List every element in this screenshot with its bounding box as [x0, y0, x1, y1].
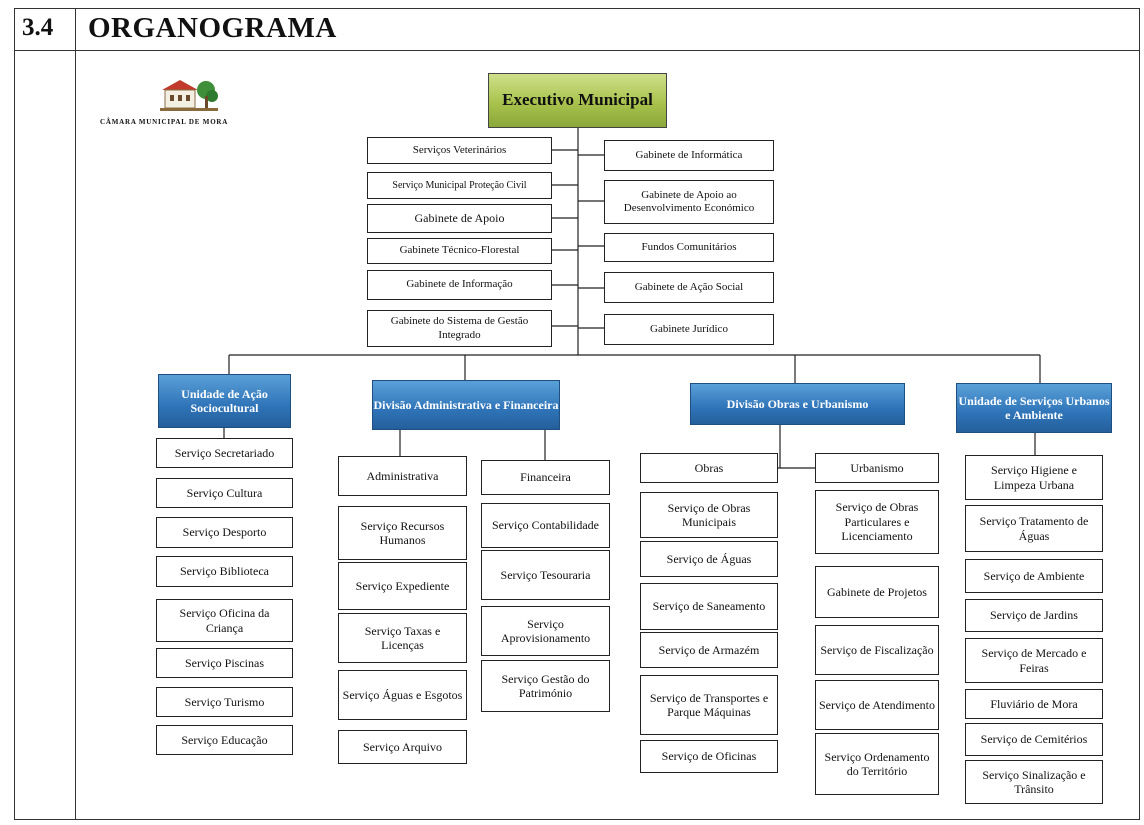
administrativa-item: Serviço Águas e Esgotos	[338, 670, 467, 720]
sociocultural-item: Serviço Biblioteca	[156, 556, 293, 587]
financeira-item: Serviço Gestão do Património	[481, 660, 610, 712]
sociocultural-item: Serviço Turismo	[156, 687, 293, 717]
servicos-urbanos-item: Serviço de Mercado e Feiras	[965, 638, 1103, 683]
staff-left-item: Gabinete de Informação	[367, 270, 552, 300]
section-number: 3.4	[22, 14, 54, 41]
obras-item: Serviço de Transportes e Parque Máquinas	[640, 675, 778, 735]
division-obras-urbanismo: Divisão Obras e Urbanismo	[690, 383, 905, 425]
logo: CÂMARA MUNICIPAL DE MORA	[100, 76, 280, 126]
staff-right-item: Gabinete Jurídico	[604, 314, 774, 345]
staff-right-item: Gabinete de Apoio ao Desenvolvimento Eco…	[604, 180, 774, 224]
town-hall-icon	[160, 80, 218, 111]
divider-vertical	[75, 8, 76, 820]
sociocultural-item: Serviço Educação	[156, 725, 293, 755]
financeira-item: Serviço Contabilidade	[481, 503, 610, 548]
obras-item: Serviço de Saneamento	[640, 583, 778, 630]
urbanismo-item: Serviço de Obras Particulares e Licencia…	[815, 490, 939, 554]
financeira-item: Serviço Aprovisionamento	[481, 606, 610, 656]
administrativa-item: Serviço Arquivo	[338, 730, 467, 764]
financeira-item: Serviço Tesouraria	[481, 550, 610, 600]
obras-item: Serviço de Armazém	[640, 632, 778, 668]
staff-right-item: Fundos Comunitários	[604, 233, 774, 262]
obras-item: Serviço de Obras Municipais	[640, 492, 778, 538]
staff-right-item: Gabinete de Ação Social	[604, 272, 774, 303]
logo-text: CÂMARA MUNICIPAL DE MORA	[100, 118, 229, 126]
sub-obras: Obras	[640, 453, 778, 483]
sociocultural-item: Serviço Oficina da Criança	[156, 599, 293, 642]
urbanismo-item: Serviço de Atendimento	[815, 680, 939, 730]
sub-urbanismo: Urbanismo	[815, 453, 939, 483]
unit-sociocultural: Unidade de Ação Sociocultural	[158, 374, 291, 428]
servicos-urbanos-item: Fluviário de Mora	[965, 689, 1103, 719]
servicos-urbanos-item: Serviço Higiene e Limpeza Urbana	[965, 455, 1103, 500]
sociocultural-item: Serviço Piscinas	[156, 648, 293, 678]
servicos-urbanos-item: Serviço de Jardins	[965, 599, 1103, 632]
servicos-urbanos-item: Serviço de Ambiente	[965, 559, 1103, 593]
staff-left-item: Gabinete do Sistema de Gestão Integrado	[367, 310, 552, 347]
staff-left-item: Serviços Veterinários	[367, 137, 552, 164]
sub-administrativa: Administrativa	[338, 456, 467, 496]
servicos-urbanos-item: Serviço Tratamento de Águas	[965, 505, 1103, 552]
obras-item: Serviço de Águas	[640, 541, 778, 577]
servicos-urbanos-item: Serviço Sinalização e Trânsito	[965, 760, 1103, 804]
staff-right-item: Gabinete de Informática	[604, 140, 774, 171]
section-title: ORGANOGRAMA	[88, 12, 337, 44]
urbanismo-item: Serviço Ordenamento do Território	[815, 733, 939, 795]
administrativa-item: Serviço Expediente	[338, 562, 467, 610]
obras-item: Serviço de Oficinas	[640, 740, 778, 773]
administrativa-item: Serviço Recursos Humanos	[338, 506, 467, 560]
executive-municipal-box: Executivo Municipal	[488, 73, 667, 128]
urbanismo-item: Serviço de Fiscalização	[815, 625, 939, 675]
sub-financeira: Financeira	[481, 460, 610, 495]
administrativa-item: Serviço Taxas e Licenças	[338, 613, 467, 663]
sociocultural-item: Serviço Cultura	[156, 478, 293, 508]
staff-left-item: Gabinete Técnico-Florestal	[367, 238, 552, 264]
unit-servicos-urbanos: Unidade de Serviços Urbanos e Ambiente	[956, 383, 1112, 433]
sociocultural-item: Serviço Desporto	[156, 517, 293, 548]
urbanismo-item: Gabinete de Projetos	[815, 566, 939, 618]
page-frame	[14, 8, 1140, 820]
staff-left-item: Gabinete de Apoio	[367, 204, 552, 233]
divider-horizontal	[14, 50, 1140, 51]
sociocultural-item: Serviço Secretariado	[156, 438, 293, 468]
division-admin-financeira: Divisão Administrativa e Financeira	[372, 380, 560, 430]
staff-left-item: Serviço Municipal Proteção Civil	[367, 172, 552, 199]
servicos-urbanos-item: Serviço de Cemitérios	[965, 723, 1103, 756]
